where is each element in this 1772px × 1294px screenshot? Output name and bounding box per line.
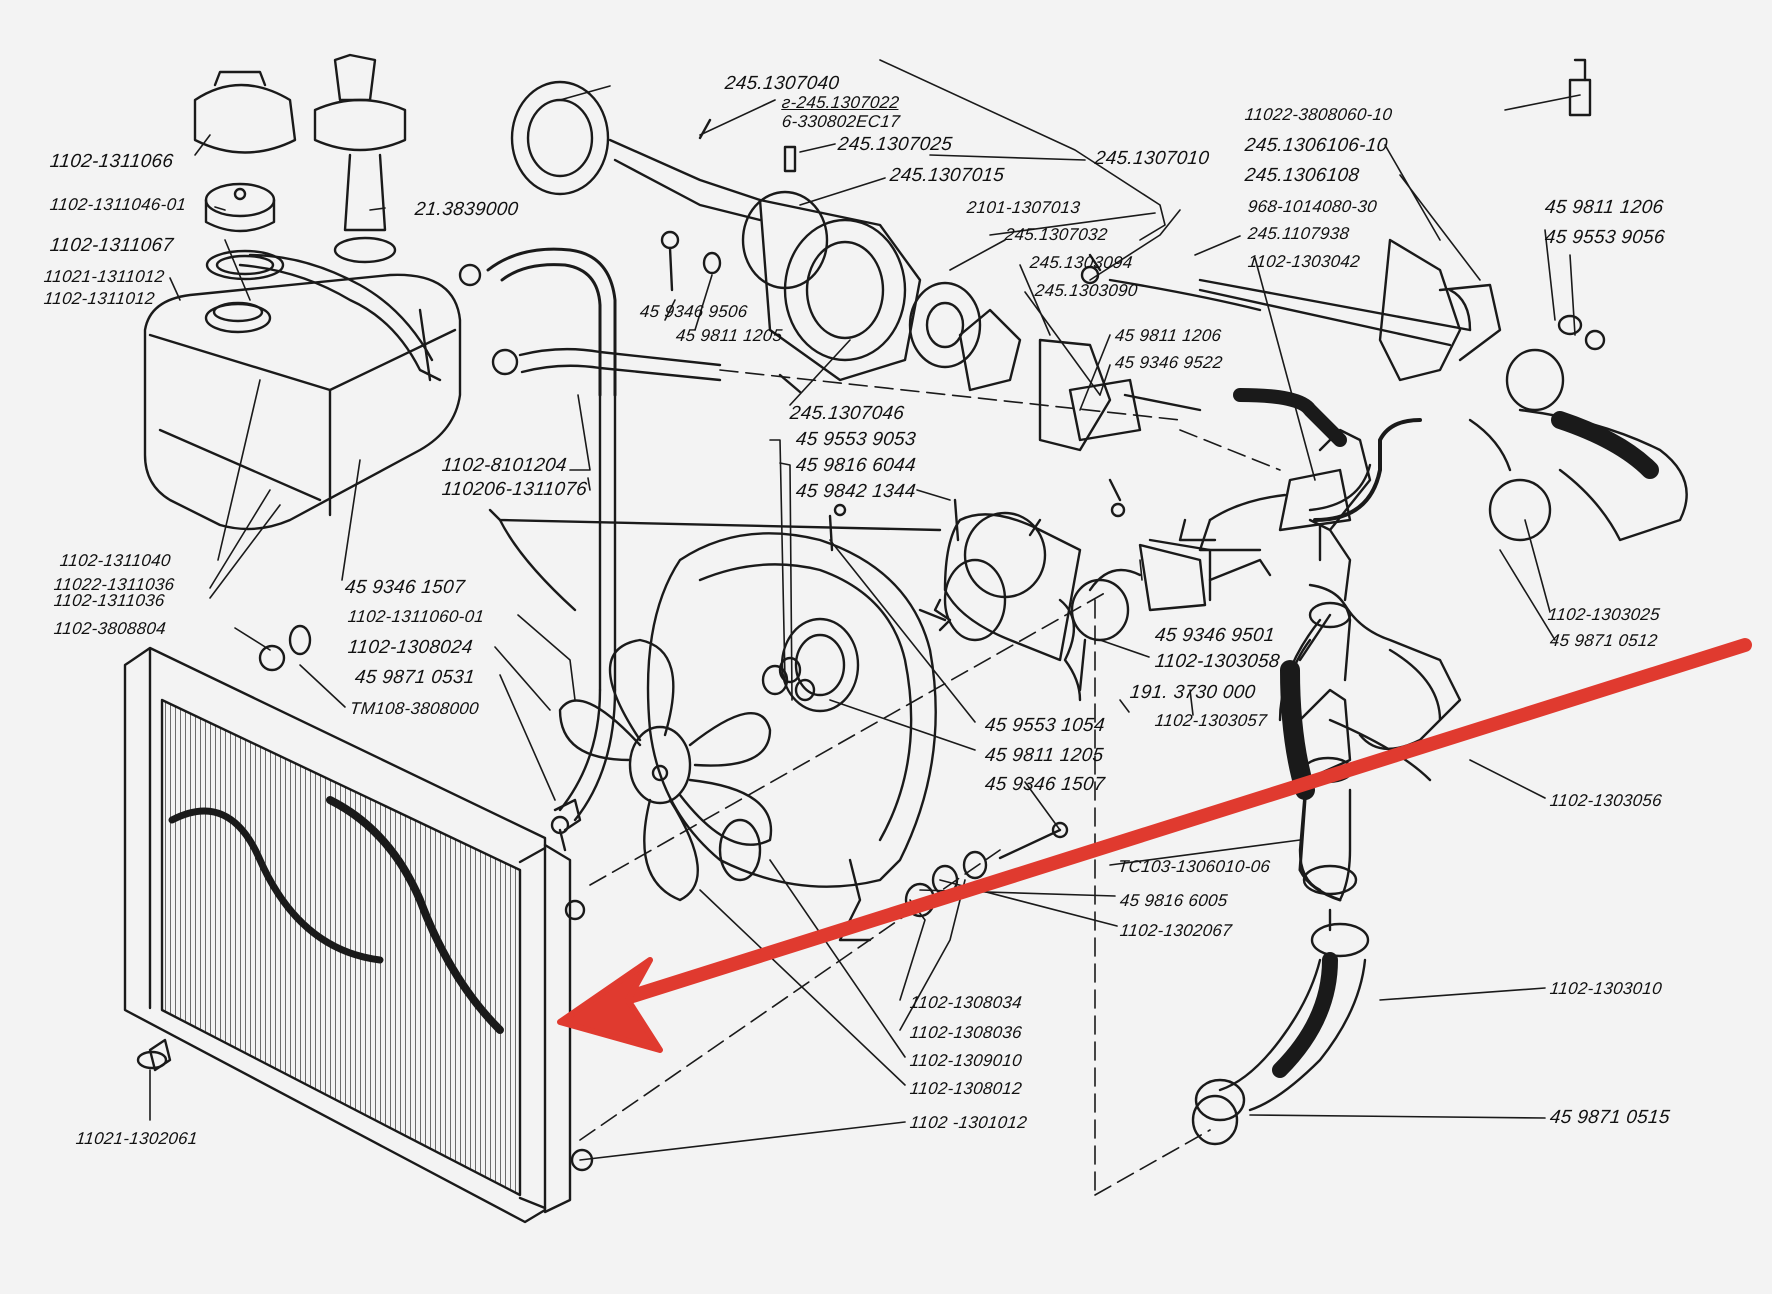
label-bolt-pipe: 45 9346 9501 xyxy=(1153,625,1276,646)
thermostat-assembly xyxy=(1068,238,1688,552)
label-clamp-top: 968-1014080-30 xyxy=(1247,197,1378,216)
label-pipe-b: 1102-1303057 xyxy=(1154,711,1268,730)
label-bracket: 1102-1308024 xyxy=(346,637,474,658)
label-hose-top: 1102-1303042 xyxy=(1247,252,1361,271)
expansion-tank xyxy=(143,249,462,531)
label-wash-l1: 45 9811 1205 xyxy=(675,326,784,345)
label-wash-fan: 45 9816 6044 xyxy=(794,455,917,476)
label-hose-right: 1102-1303025 xyxy=(1547,605,1661,624)
label-cover: 245.1307046 xyxy=(788,403,906,424)
label-hose-rad: 1102-1311060-01 xyxy=(347,607,486,626)
leader-lines xyxy=(149,59,1581,1161)
label-cap-sensor: 21.3839000 xyxy=(413,199,520,220)
label-gear: 245.1307040 xyxy=(723,73,841,94)
label-cap-small: 1102-1311066 xyxy=(48,151,175,172)
label-tank-hose-a: 1102-1311040 xyxy=(59,551,172,570)
label-bolt-r1: 45 9346 9522 xyxy=(1114,353,1224,372)
lower-hoses xyxy=(1088,418,1462,1146)
label-wash-r1: 45 9811 1206 xyxy=(1114,326,1223,345)
fan-blades xyxy=(558,638,773,902)
red-arrow-annotation xyxy=(557,638,1752,1053)
label-clamp-right: 45 9871 0512 xyxy=(1549,631,1659,650)
label-tank-b: 1102-1311012 xyxy=(43,289,156,308)
label-screw-fan: 45 9842 1344 xyxy=(794,481,917,502)
label-switch: 191. 3730 000 xyxy=(1128,682,1257,703)
label-shaft-b: 6-330802ЕС17 xyxy=(781,112,901,131)
label-hose-mid: 1102-1303056 xyxy=(1549,791,1663,810)
water-pump xyxy=(510,80,1112,452)
label-gasket: 245.1303094 xyxy=(1029,253,1134,272)
label-sensor-tm: ТМ108-3808000 xyxy=(349,699,480,718)
fasteners xyxy=(136,58,1606,1072)
label-thermo-housing: 245.1303090 xyxy=(1034,281,1139,300)
label-shaft-a: г-245.1307022 xyxy=(781,93,901,112)
label-bearing: 2101-1307013 xyxy=(966,198,1082,217)
label-fan-d: 1102-1308012 xyxy=(909,1079,1023,1098)
label-nut-fan: 45 9553 9053 xyxy=(794,429,917,450)
label-hose-a: 1102-8101204 xyxy=(440,455,568,476)
label-thermostat-a: 245.1306106-10 xyxy=(1243,135,1389,156)
upper-hoses xyxy=(458,247,722,822)
label-fan-b: 1102-1308036 xyxy=(909,1023,1023,1042)
label-tank-a: 11021-1311012 xyxy=(43,267,166,286)
label-sensor-top: 11022-3808060-10 xyxy=(1244,105,1394,124)
label-fan-a: 1102-1308034 xyxy=(909,993,1023,1012)
label-tube-top: 245.1107938 xyxy=(1247,224,1351,243)
label-tee: ТС103-1306010-06 xyxy=(1117,857,1272,876)
label-sensor-rad: 1102-3808804 xyxy=(53,619,167,638)
label-bolt-tank: 45 9346 1507 xyxy=(343,577,466,598)
label-impeller: 245.1307032 xyxy=(1004,225,1109,244)
label-pump-assy: 245.1307010 xyxy=(1093,148,1211,169)
label-wash-tr: 45 9811 1206 xyxy=(1543,197,1665,218)
fan-motor xyxy=(918,511,1130,702)
label-pin: 245.1307025 xyxy=(836,134,954,155)
label-radiator: 1102 -1301012 xyxy=(909,1113,1029,1132)
label-plug-bot: 1102-1302067 xyxy=(1119,921,1233,940)
label-thermostat-b: 245.1306108 xyxy=(1243,165,1361,186)
cap-drawings xyxy=(193,53,407,264)
label-bolt-l1: 45 9346 9506 xyxy=(639,302,749,321)
label-hose-lower: 1102-1303010 xyxy=(1549,979,1663,998)
radiator-core xyxy=(123,646,594,1224)
label-oring: 1102-1311067 xyxy=(48,235,175,256)
label-hose-b: 110206-1311076 xyxy=(440,479,589,500)
label-fan-c: 1102-1309010 xyxy=(909,1051,1023,1070)
label-nut-tr: 45 9553 9056 xyxy=(1543,227,1666,248)
label-housing: 245.1307015 xyxy=(888,165,1006,186)
label-clamp-rad: 45 9871 0531 xyxy=(353,667,476,688)
label-nut-motor: 45 9553 1054 xyxy=(983,715,1106,736)
label-bolt-motor: 45 9346 1507 xyxy=(983,774,1106,795)
label-wash-motor: 45 9811 1205 xyxy=(983,745,1105,766)
label-plug: 11021-1302061 xyxy=(75,1129,199,1148)
label-wash-bot: 45 9816 6005 xyxy=(1119,891,1229,910)
label-valve: 1102-1311046-01 xyxy=(49,195,188,214)
label-tank-hose-c: 1102-1311036 xyxy=(53,591,166,610)
label-clamp-lower: 45 9871 0515 xyxy=(1548,1107,1671,1128)
label-pipe-a: 1102-1303058 xyxy=(1153,651,1281,672)
